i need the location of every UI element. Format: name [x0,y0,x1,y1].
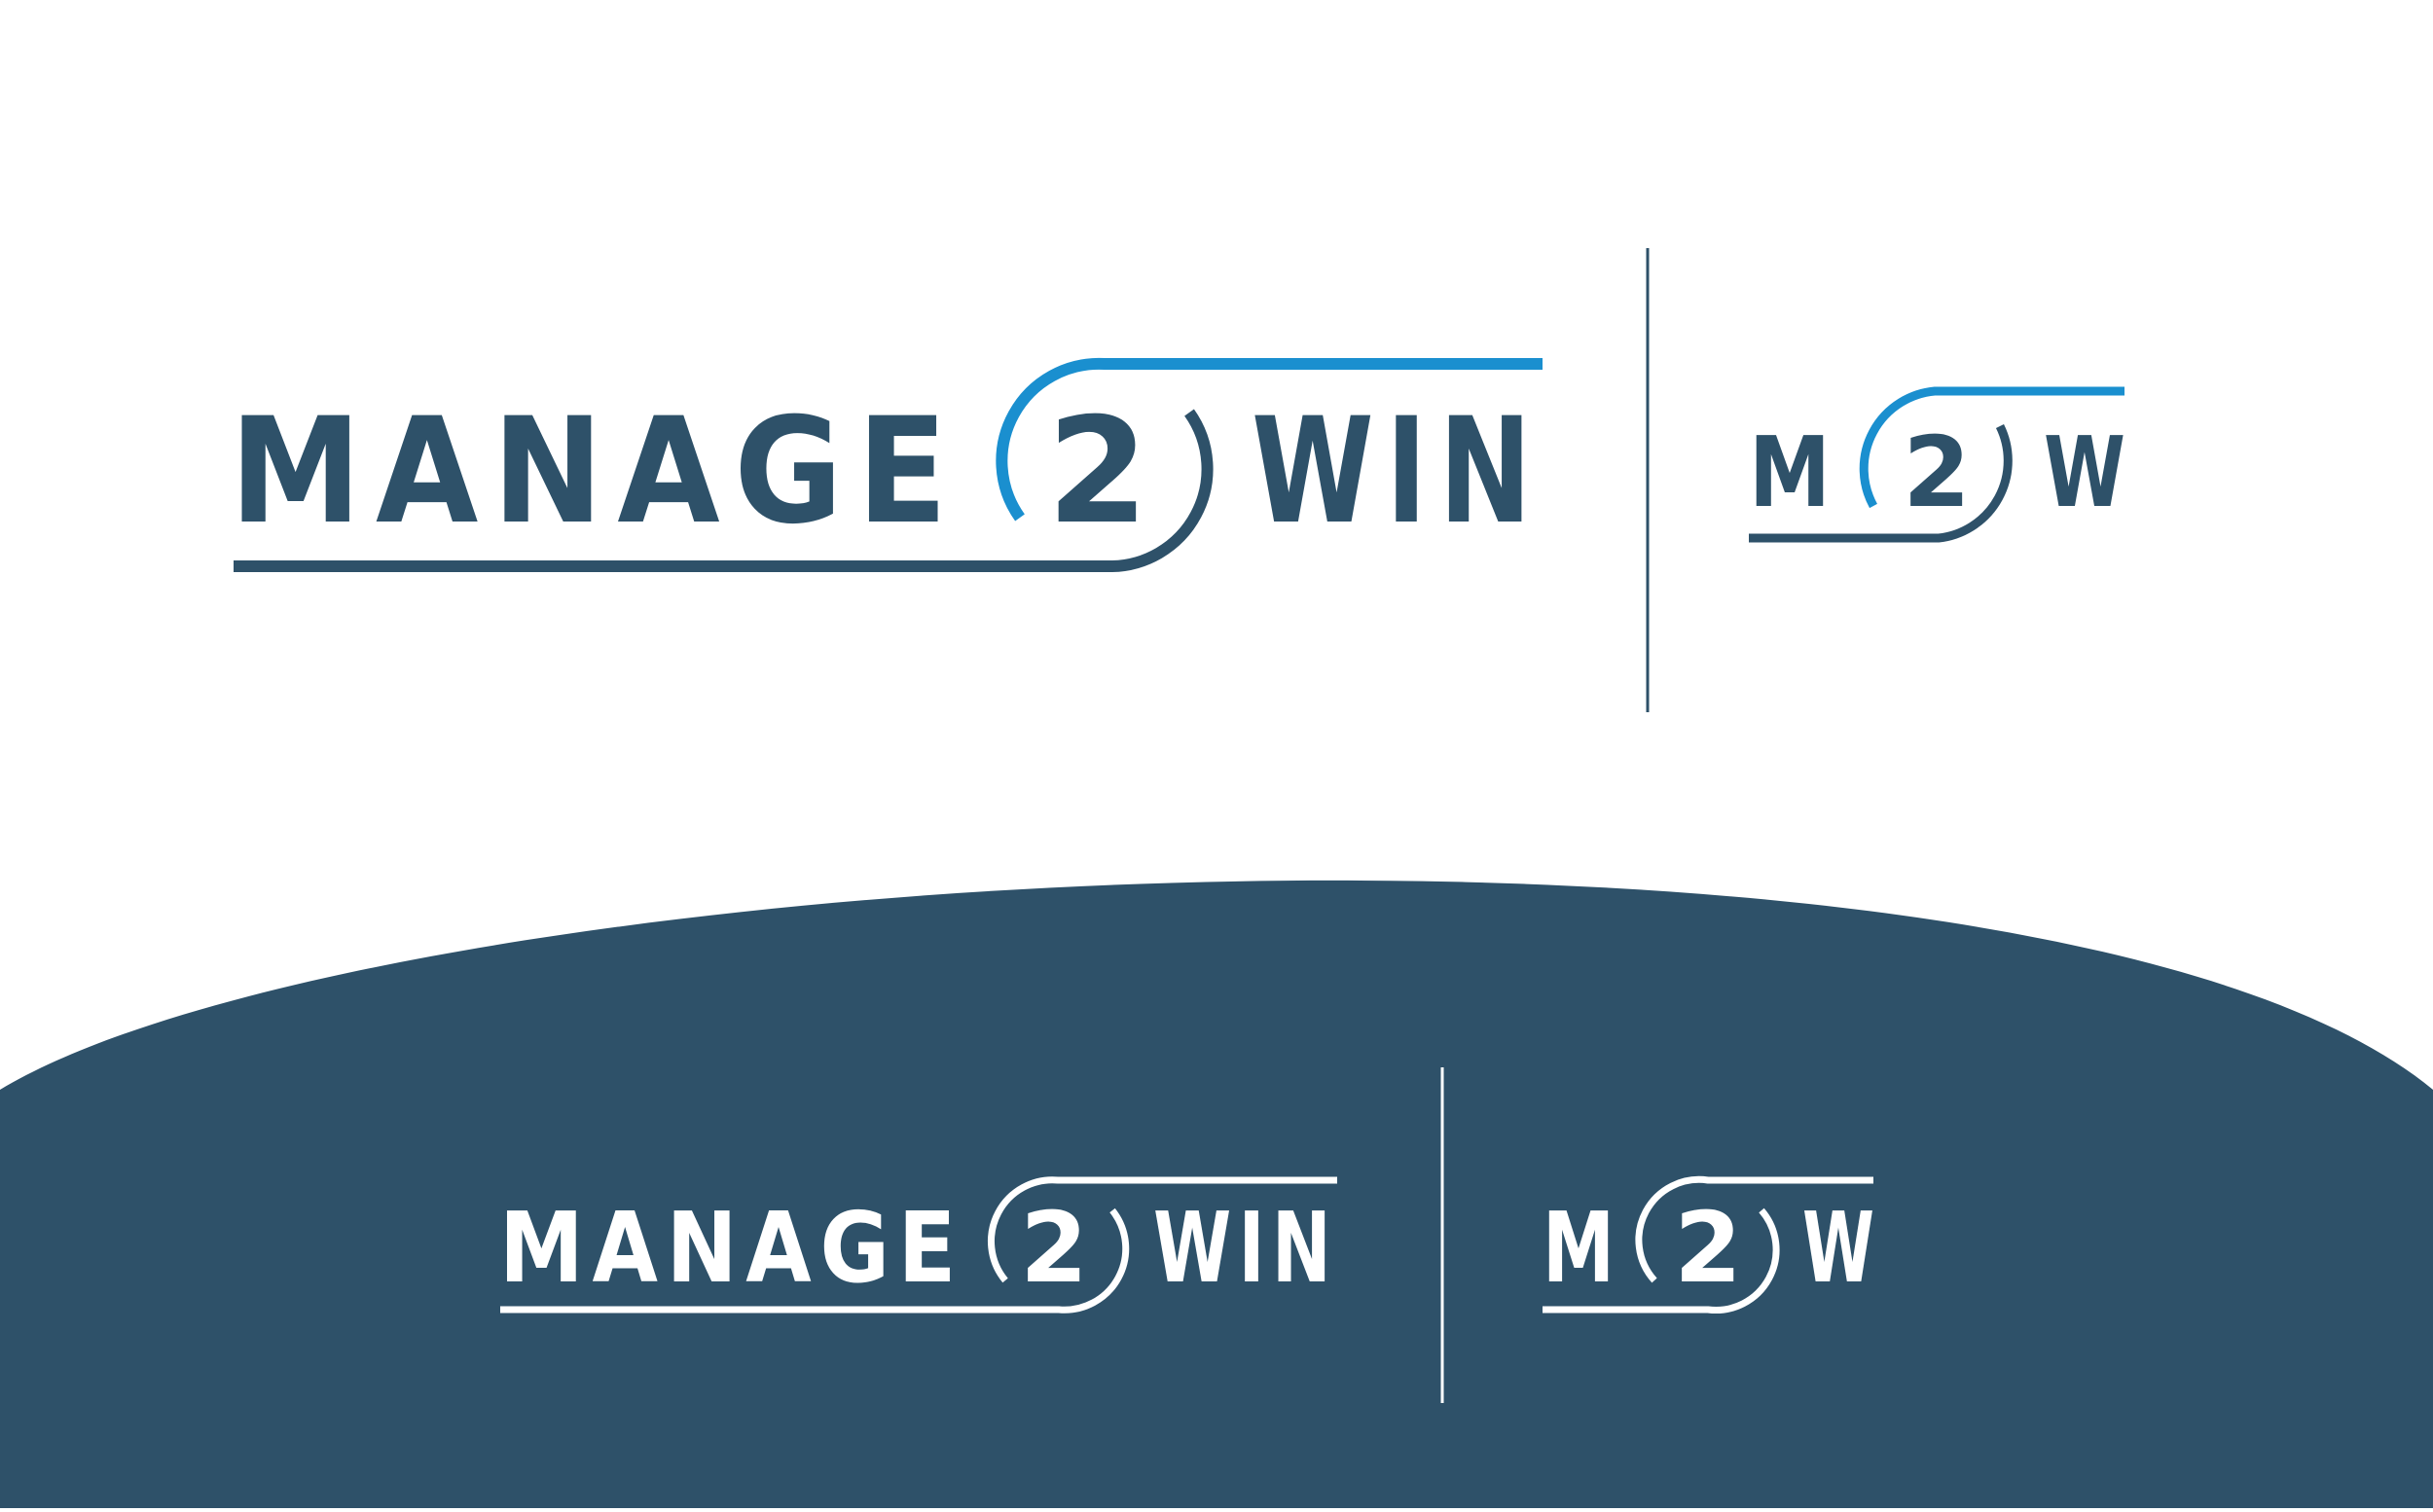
monogram-light: M 2 W [1749,386,2125,543]
wordmark-dark: MANAGE 2 WIN [499,1176,1338,1314]
monogram-dark-digit-two: 2 [1674,1191,1742,1305]
monogram-digit-two: 2 [1903,415,1971,529]
monogram-letter-m: M [1749,415,1831,529]
wordmark-dark-bottom-swoosh [500,1207,1130,1314]
monogram-dark-letter-w: W [1802,1191,1874,1305]
wordmark-dark-word-manage: MANAGE [499,1191,964,1305]
wordmark-digit-two: 2 [1047,387,1164,557]
monogram-dark: M 2 W [1543,1175,1874,1314]
wordmark-top-swoosh [996,357,1543,522]
monogram-dark-top-swoosh [1635,1175,1873,1283]
wordmark-light: MANAGE 2 WIN [230,357,1543,573]
wordmark-dark-word-win: WIN [1153,1191,1338,1305]
dark-backdrop [0,880,2433,1508]
wordmark-bottom-swoosh [234,409,1214,573]
wordmark-word-manage: MANAGE [230,387,962,557]
monogram-top-swoosh [1859,386,2124,509]
wordmark-dark-digit-two: 2 [1020,1191,1098,1305]
monogram-letter-w: W [2044,415,2125,529]
monogram-dark-letter-m: M [1543,1191,1615,1305]
monogram-bottom-swoosh [1749,424,2013,543]
monogram-dark-bottom-swoosh [1543,1207,1780,1314]
wordmark-dark-top-swoosh [987,1176,1337,1283]
wordmark-word-win: WIN [1252,387,1543,557]
